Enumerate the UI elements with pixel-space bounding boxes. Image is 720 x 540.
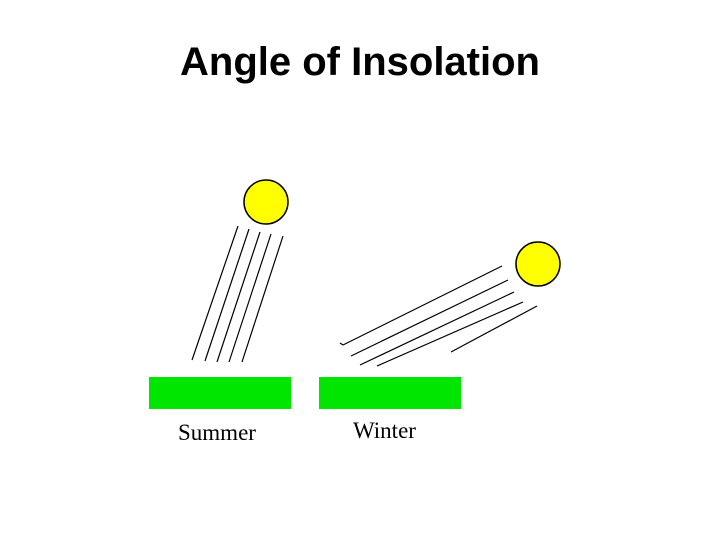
- summer-ray: [228, 233, 272, 363]
- winter-ray-fragment: [339, 342, 344, 346]
- winter-ray: [376, 301, 524, 367]
- winter-sun-rays: [342, 265, 538, 367]
- winter-ray: [359, 291, 515, 366]
- summer-label: Summer: [178, 420, 256, 445]
- winter-ray: [350, 279, 509, 357]
- winter-ground: [319, 377, 461, 409]
- summer-sun-rays: [191, 225, 284, 363]
- summer-ground: [149, 377, 291, 409]
- summer-sun-icon: [243, 179, 289, 225]
- winter-sun-icon: [515, 241, 561, 287]
- summer-ray: [204, 228, 250, 362]
- diagram-title: Angle of Insolation: [180, 40, 540, 84]
- summer-panel: [149, 179, 291, 409]
- winter-ray: [342, 265, 503, 346]
- winter-label: Winter: [353, 418, 416, 443]
- summer-ray: [241, 235, 284, 363]
- summer-ray: [191, 225, 239, 361]
- winter-ray: [450, 305, 538, 353]
- winter-panel: [319, 241, 561, 409]
- summer-ray: [216, 231, 261, 363]
